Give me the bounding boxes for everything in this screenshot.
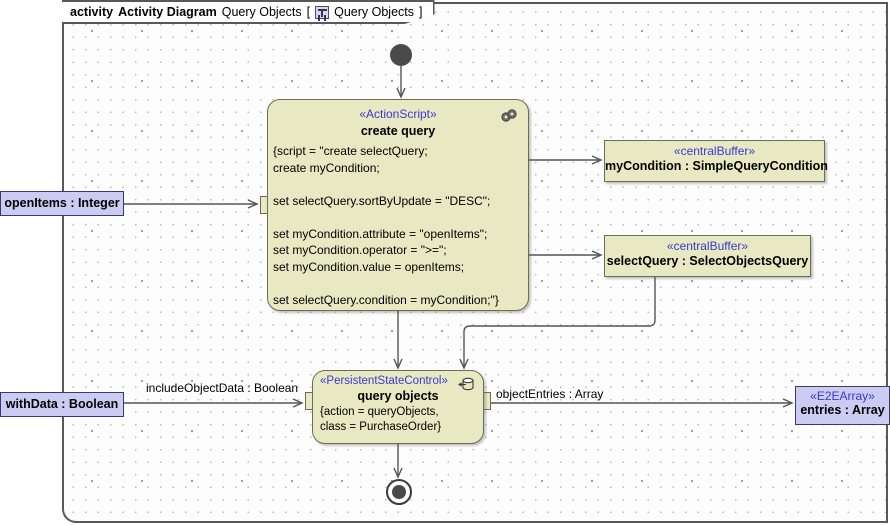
node-title: selectQuery : SelectObjectsQuery: [606, 254, 809, 268]
activity-final-node[interactable]: [386, 479, 412, 505]
frame-border-bottom: [74, 521, 888, 523]
gears-icon: [501, 109, 517, 122]
frame-qualified-name: Query Objects: [334, 5, 415, 19]
initial-node[interactable]: [390, 44, 412, 66]
stereotype-label: «centralBuffer»: [666, 239, 749, 253]
activity-diagram-icon: [315, 5, 330, 19]
activity-parameter-entries[interactable]: «E2EArray» entries : Array: [795, 386, 890, 425]
frame-keyword: activity: [70, 5, 114, 19]
diagram-frame-label: activity Activity Diagram Query Objects …: [62, 0, 435, 24]
edge-label-includeobjectdata: includeObjectData : Boolean: [146, 381, 299, 395]
stereotype-label: «PersistentStateControl»: [320, 375, 448, 387]
frame-border-right: [886, 2, 888, 523]
frame-kind: Activity Diagram: [118, 5, 217, 19]
frame-bracket-open: [: [306, 5, 311, 19]
activity-parameter-withdata[interactable]: withData : Boolean: [0, 392, 124, 417]
activity-parameter-openitems[interactable]: openItems : Integer: [0, 191, 124, 216]
action-node-create-query[interactable]: «ActionScript» create query {script = "c…: [267, 99, 529, 311]
stereotype-label: «centralBuffer»: [673, 144, 756, 158]
stereotype-label: «E2EArray»: [810, 389, 875, 403]
node-title: myCondition : SimpleQueryCondition: [605, 159, 828, 173]
central-buffer-selectquery[interactable]: «centralBuffer» selectQuery : SelectObje…: [604, 235, 811, 277]
node-title: query objects: [357, 389, 439, 403]
query-objects-body: {action = queryObjects, class = Purchase…: [320, 406, 442, 433]
central-buffer-mycondition[interactable]: «centralBuffer» myCondition : SimpleQuer…: [604, 140, 828, 182]
stereotype-label: «ActionScript»: [359, 107, 437, 121]
frame-border-top: [404, 2, 888, 4]
node-title: openItems : Integer: [4, 196, 120, 210]
action-script-body: {script = "create selectQuery; create my…: [273, 144, 499, 307]
persistent-state-icon: [458, 377, 474, 391]
edge-label-objectentries: objectEntries : Array: [496, 387, 604, 401]
frame-name: Query Objects: [221, 5, 302, 19]
action-node-query-objects[interactable]: «PersistentStateControl» query objects {…: [312, 370, 484, 444]
node-title: create query: [360, 124, 436, 138]
frame-bracket-close: ]: [419, 5, 423, 19]
node-title: entries : Array: [800, 403, 885, 417]
node-title: withData : Boolean: [5, 397, 119, 411]
